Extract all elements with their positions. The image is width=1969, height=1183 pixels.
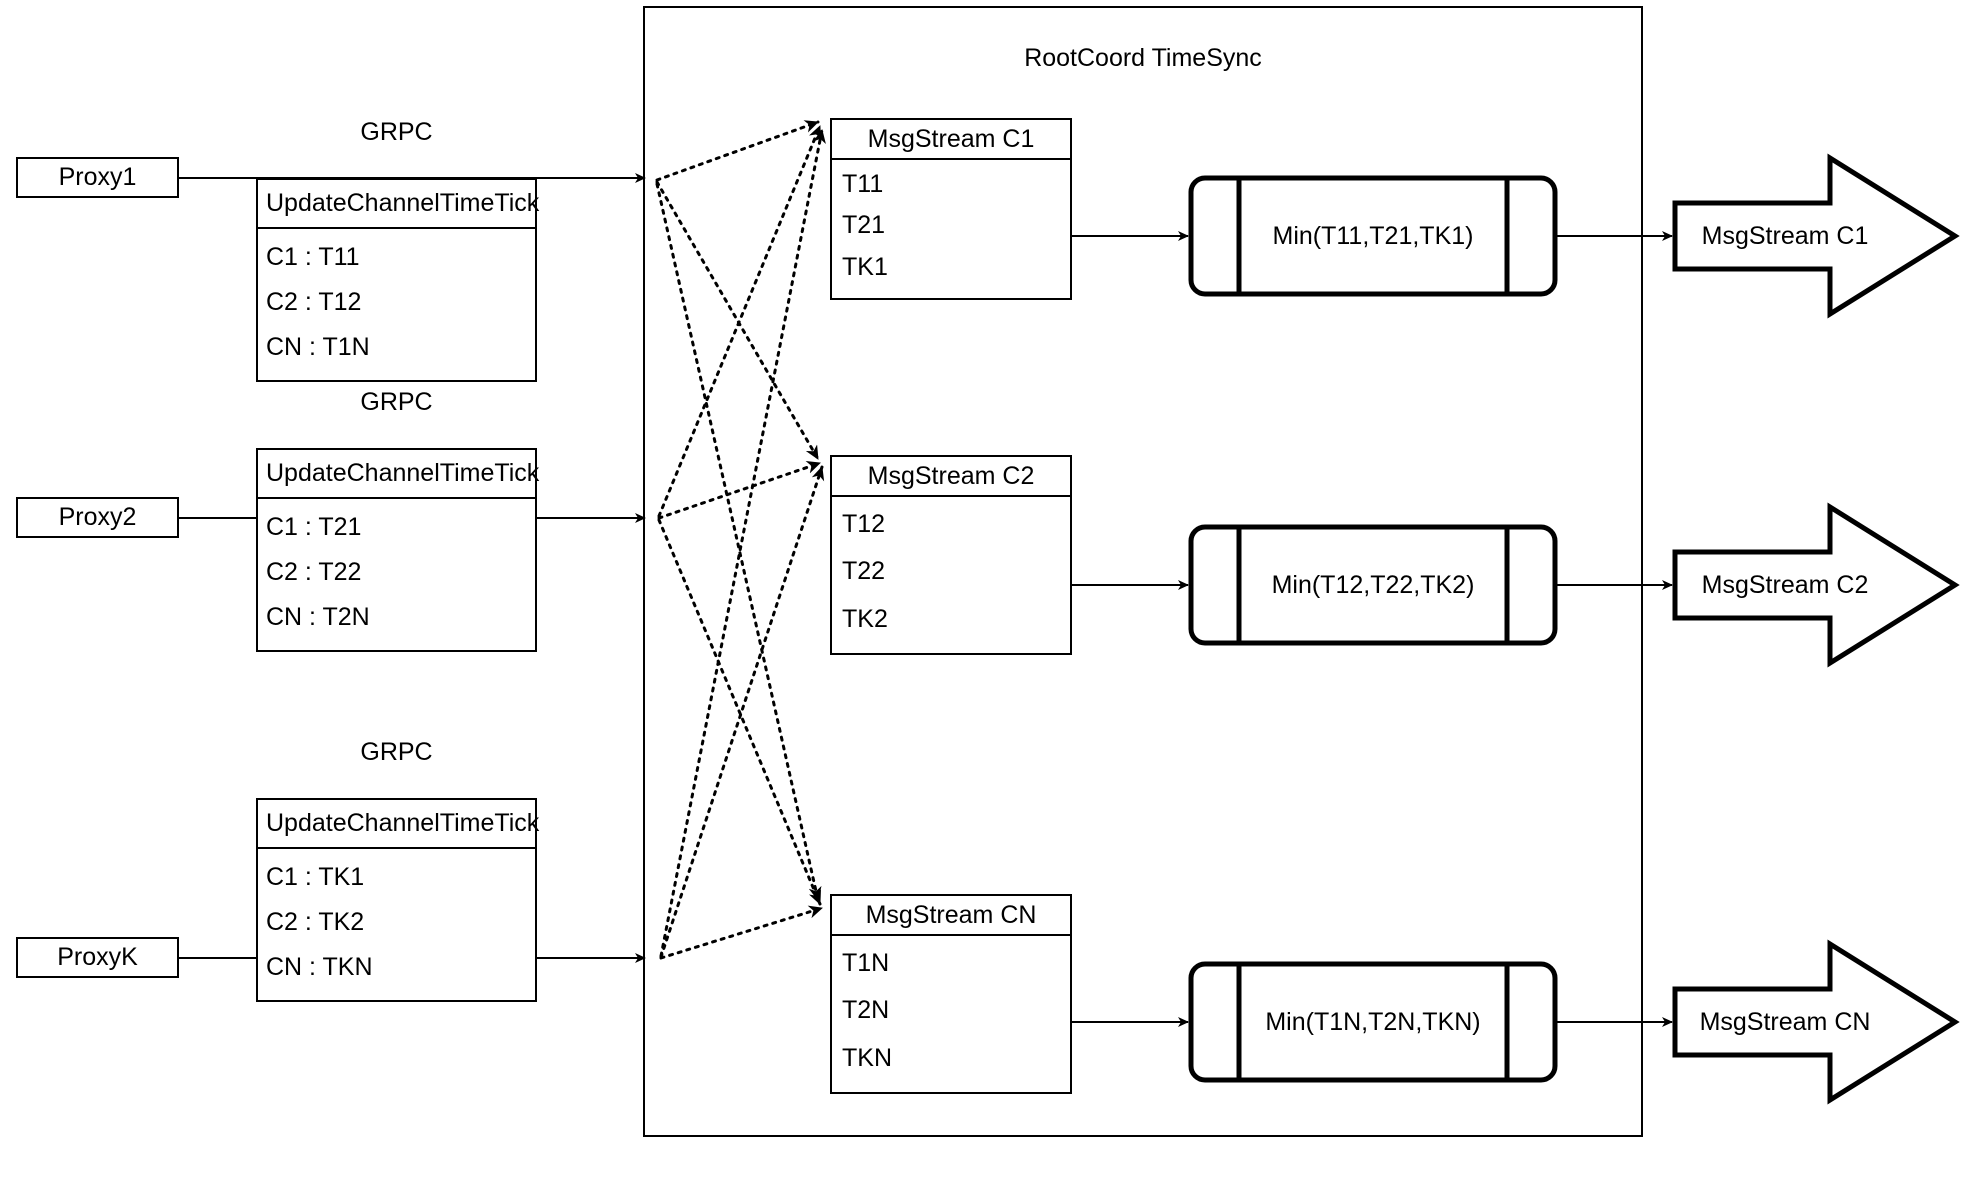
update-channel-timetick-box-1: UpdateChannelTimeTick C1 : T11 C2 : T12 …	[256, 178, 539, 382]
uct-row: C2 : T12	[266, 288, 362, 316]
msgstream-header-c2: MsgStream C2	[832, 457, 1070, 497]
msgstream-row: T11	[842, 170, 884, 199]
msgstream-row: T12	[842, 510, 886, 539]
rootcoord-timesync-container	[643, 6, 1643, 1137]
proxy-label: Proxy2	[58, 503, 137, 531]
min-label-cn: Min(T1N,T2N,TKN)	[1265, 1008, 1481, 1036]
msgstream-row: T21	[842, 211, 886, 240]
proxy-box-2[interactable]: Proxy2	[16, 497, 179, 538]
proxy-box-k[interactable]: ProxyK	[16, 937, 179, 978]
msgstream-body-c1: T11 T21 TK1	[832, 160, 1070, 298]
output-label-cn: MsgStream CN	[1699, 1008, 1871, 1036]
msgstream-box-cn: MsgStream CN T1N T2N TKN	[830, 894, 1072, 1094]
msgstream-box-c2: MsgStream C2 T12 T22 TK2	[830, 455, 1072, 655]
msgstream-header-c1: MsgStream C1	[832, 120, 1070, 160]
min-label-c2: Min(T12,T22,TK2)	[1271, 571, 1475, 599]
uct-body-1: C1 : T11 C2 : T12 CN : T1N	[258, 229, 535, 380]
msgstream-box-c1: MsgStream C1 T11 T21 TK1	[830, 118, 1072, 300]
uct-header-1: UpdateChannelTimeTick	[258, 180, 539, 229]
uct-body-k: C1 : TK1 C2 : TK2 CN : TKN	[258, 849, 535, 1000]
uct-row: CN : TKN	[266, 953, 373, 981]
proxy-box-1[interactable]: Proxy1	[16, 157, 179, 198]
grpc-label-1: GRPC	[360, 118, 433, 146]
msgstream-row: T1N	[842, 949, 890, 978]
uct-header-k: UpdateChannelTimeTick	[258, 800, 539, 849]
grpc-label-2: GRPC	[360, 388, 433, 416]
grpc-label-k: GRPC	[360, 738, 433, 766]
output-label-c2: MsgStream C2	[1701, 571, 1869, 599]
update-channel-timetick-box-2: UpdateChannelTimeTick C1 : T21 C2 : T22 …	[256, 448, 539, 652]
proxy-label: Proxy1	[58, 163, 137, 191]
rootcoord-timesync-title: RootCoord TimeSync	[1024, 44, 1262, 72]
proxy-label: ProxyK	[57, 943, 138, 971]
uct-row: C2 : TK2	[266, 908, 365, 936]
update-channel-timetick-box-k: UpdateChannelTimeTick C1 : TK1 C2 : TK2 …	[256, 798, 539, 1002]
msgstream-row: TK1	[842, 252, 888, 281]
msgstream-header-cn: MsgStream CN	[832, 896, 1070, 936]
uct-row: CN : T2N	[266, 603, 370, 631]
uct-header-2: UpdateChannelTimeTick	[258, 450, 539, 499]
uct-row: C2 : T22	[266, 558, 362, 586]
msgstream-row: T22	[842, 557, 886, 586]
msgstream-body-cn: T1N T2N TKN	[832, 936, 1070, 1092]
msgstream-row: TKN	[842, 1043, 892, 1072]
output-label-c1: MsgStream C1	[1701, 222, 1869, 250]
min-label-c1: Min(T11,T21,TK1)	[1272, 222, 1474, 250]
uct-row: C1 : TK1	[266, 863, 365, 891]
uct-row: CN : T1N	[266, 333, 370, 361]
uct-row: C1 : T11	[266, 243, 360, 271]
msgstream-row: T2N	[842, 996, 890, 1025]
msgstream-row: TK2	[842, 604, 888, 633]
uct-row: C1 : T21	[266, 513, 362, 541]
uct-body-2: C1 : T21 C2 : T22 CN : T2N	[258, 499, 535, 650]
msgstream-body-c2: T12 T22 TK2	[832, 497, 1070, 653]
